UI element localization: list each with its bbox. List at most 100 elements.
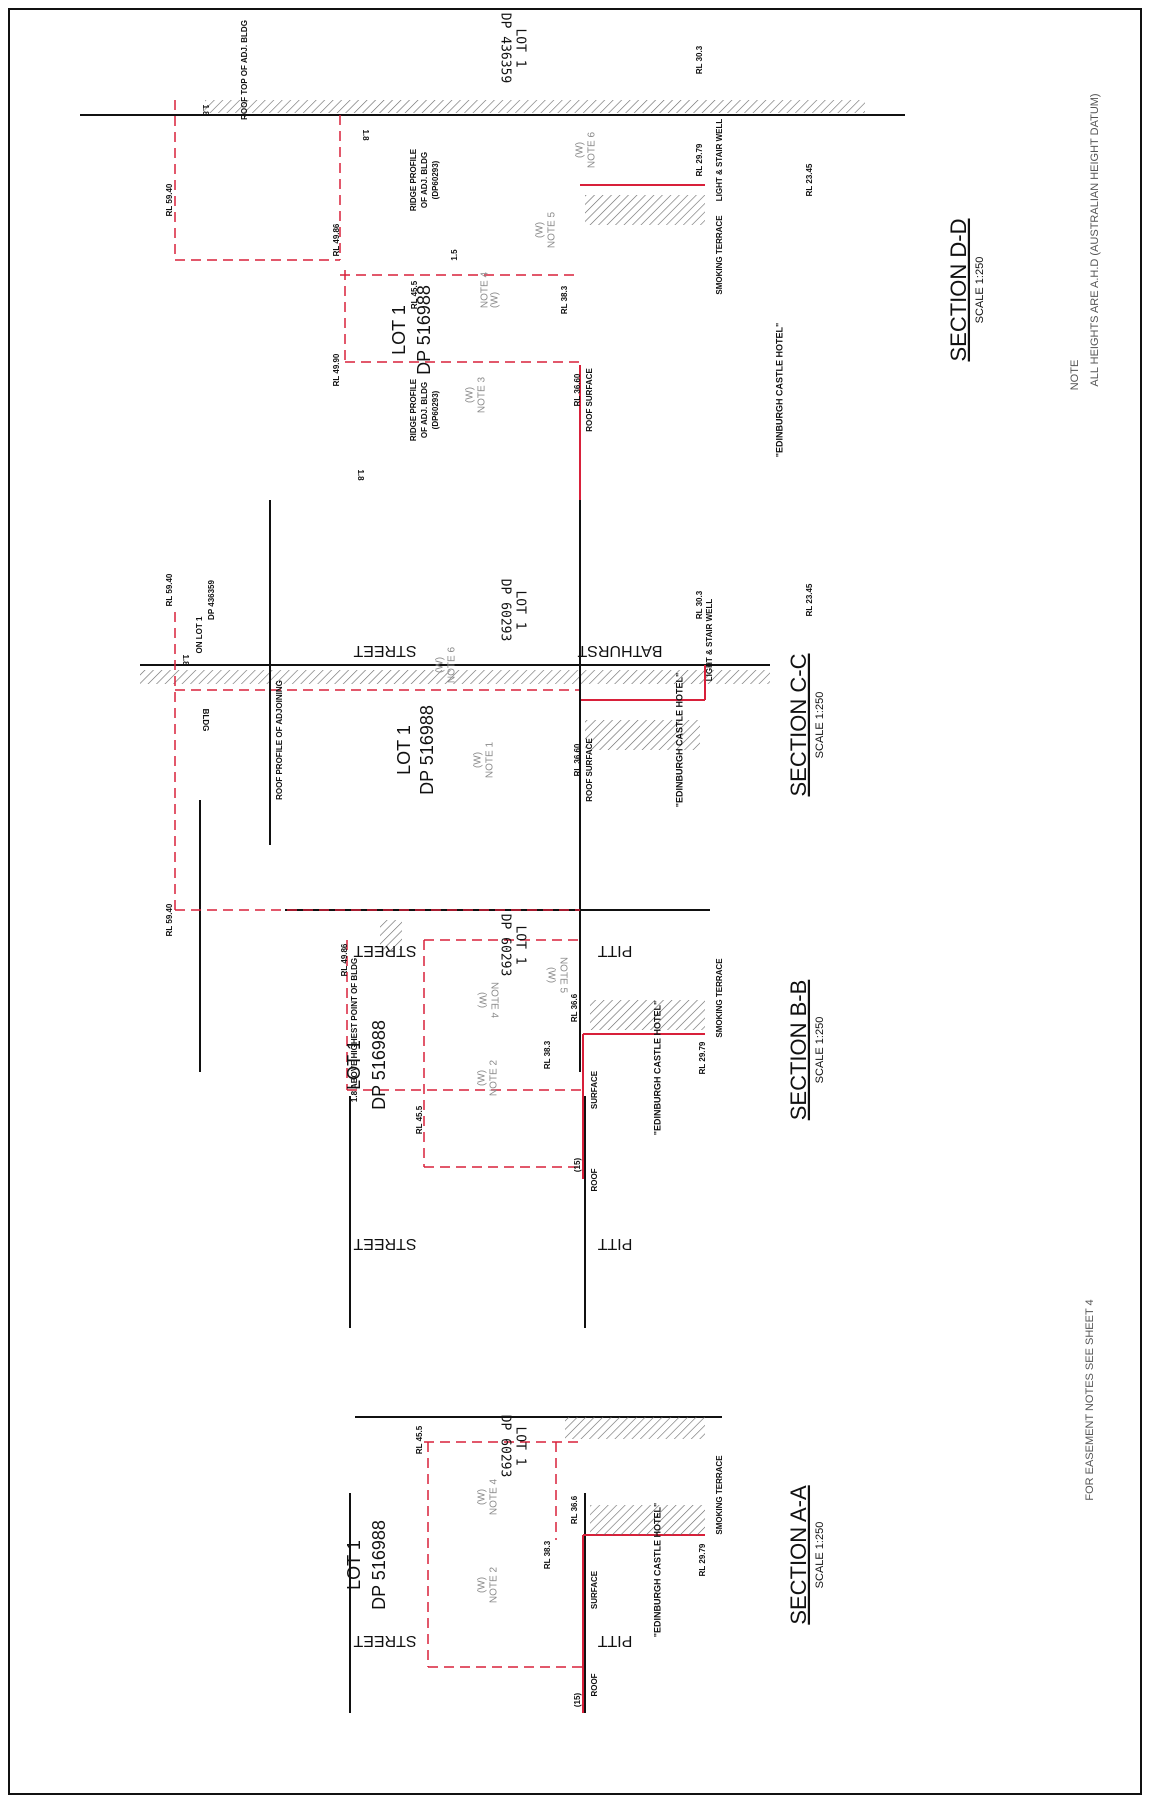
section-scale: SCALE 1:250 bbox=[814, 1522, 826, 1589]
note-label: NOTE 2 bbox=[489, 1567, 500, 1604]
adjoining-lot-label: LOT 1 bbox=[513, 590, 528, 629]
street-name: BATHURST bbox=[577, 642, 662, 659]
reduced-level: RL 36.6 bbox=[570, 993, 579, 1022]
note-label: NOTE 5 bbox=[557, 957, 568, 994]
adjoining-building-hatch bbox=[205, 100, 865, 113]
reduced-level: RL 36.6 bbox=[570, 1495, 579, 1524]
easement-note: FOR EASEMENT NOTES SEE SHEET 4 bbox=[1084, 1299, 1096, 1500]
note-label: NOTE 5 bbox=[547, 212, 558, 249]
reduced-level: RL 45.5 bbox=[415, 1425, 424, 1454]
building-name: "EDINBURGH CASTLE HOTEL" bbox=[674, 673, 684, 808]
note-easement-type: (W) bbox=[490, 292, 501, 308]
dimension-label: (15) bbox=[573, 1693, 582, 1708]
reduced-level: RL 29.79 bbox=[698, 1041, 707, 1074]
ridge-profile-label: (DP60293) bbox=[431, 390, 440, 429]
adjoining-lot-label: LOT 1 bbox=[513, 1426, 528, 1465]
note-easement-type: (W) bbox=[465, 387, 476, 403]
surface-label: SURFACE bbox=[590, 1570, 599, 1609]
note-label: NOTE 4 bbox=[488, 982, 499, 1019]
ridge-profile-label: OF ADJ. BLDG bbox=[420, 152, 429, 208]
terrace-label: SMOKING TERRACE bbox=[715, 958, 724, 1038]
section-scale: SCALE 1:250 bbox=[814, 692, 826, 759]
ridge-profile-label: OF ADJ. BLDG bbox=[420, 382, 429, 438]
section-title: SECTION B-B bbox=[786, 980, 811, 1121]
reduced-level: RL 23.45 bbox=[805, 163, 814, 196]
dp-label: DP 516988 bbox=[417, 705, 437, 795]
note-easement-type: (W) bbox=[435, 657, 446, 673]
adjoining-dp-label: DP 60293 bbox=[498, 914, 513, 977]
adjoining-building-hatch bbox=[565, 1417, 705, 1439]
building-name: "EDINBURGH CASTLE HOTEL" bbox=[652, 1503, 662, 1638]
lot-label: LOT 1 bbox=[389, 305, 409, 355]
roof-hatch bbox=[590, 1505, 705, 1535]
reduced-level: RL 29.79 bbox=[698, 1543, 707, 1576]
note-easement-type: (W) bbox=[477, 1489, 488, 1505]
roof-label: ROOF bbox=[590, 1168, 599, 1191]
roof-hatch bbox=[585, 195, 705, 225]
building-label: BLDG bbox=[201, 709, 210, 732]
lot-label: LOT 1 bbox=[344, 1040, 364, 1090]
note-label: NOTE 3 bbox=[477, 377, 488, 414]
reduced-level: RL 38.3 bbox=[543, 1540, 552, 1569]
section-title: SECTION C-C bbox=[786, 653, 811, 796]
section-scale: SCALE 1:250 bbox=[974, 257, 986, 324]
reduced-level: RL 36.60 bbox=[573, 373, 582, 406]
building-name: "EDINBURGH CASTLE HOTEL" bbox=[774, 323, 784, 458]
reduced-level: RL 29.79 bbox=[695, 143, 704, 176]
reduced-level: RL 38.3 bbox=[560, 285, 569, 314]
roof-top-label: ROOF TOP OF ADJ. BLDG bbox=[240, 20, 249, 120]
ridge-profile-label: (DP60293) bbox=[431, 160, 440, 199]
dimension-label: 1.8 bbox=[361, 129, 370, 141]
note-easement-type: (W) bbox=[476, 992, 487, 1008]
general-note-heading: NOTE bbox=[1069, 360, 1081, 391]
dp-label: DP 516988 bbox=[414, 285, 434, 375]
reduced-level: RL 49.90 bbox=[332, 353, 341, 386]
surface-label: SURFACE bbox=[590, 1070, 599, 1109]
reduced-level: RL 59.40 bbox=[165, 903, 174, 936]
street-name: PITT bbox=[597, 1632, 632, 1649]
terrace-label: SMOKING TERRACE bbox=[715, 1455, 724, 1535]
dp-label: DP 516988 bbox=[369, 1520, 389, 1610]
dimension-label: 1.8 bbox=[356, 469, 365, 481]
adjoining-dp-label: DP 60293 bbox=[498, 1415, 513, 1478]
reduced-level: RL 23.45 bbox=[805, 583, 814, 616]
reduced-level: RL 36.60 bbox=[573, 743, 582, 776]
note-easement-type: (W) bbox=[473, 752, 484, 768]
ridge-profile-label: RIDGE PROFILE bbox=[409, 378, 418, 441]
reduced-level: RL 30.3 bbox=[695, 590, 704, 619]
street-name: STREET bbox=[353, 1632, 416, 1649]
reduced-level: RL 38.3 bbox=[543, 1040, 552, 1069]
note-easement-type: (W) bbox=[477, 1577, 488, 1593]
street-name: STREET bbox=[353, 642, 416, 659]
lot-label: LOT 1 bbox=[394, 725, 414, 775]
note-label: NOTE 2 bbox=[489, 1060, 500, 1097]
dp-label: DP 516988 bbox=[369, 1020, 389, 1110]
reduced-level: RL 45.5 bbox=[410, 280, 419, 309]
adjoining-roof-label: ROOF PROFILE OF ADJOINING bbox=[275, 680, 284, 800]
clearance-note: 1.8 ABOVE HIGHEST POINT OF BLDG bbox=[350, 958, 359, 1102]
reduced-level: RL 30.3 bbox=[695, 45, 704, 74]
roof-surface-label: ROOF SURFACE bbox=[585, 368, 594, 432]
note-easement-type: (W) bbox=[477, 1070, 488, 1086]
section-scale: SCALE 1:250 bbox=[814, 1017, 826, 1084]
general-note-text: ALL HEIGHTS ARE A.H.D (AUSTRALIAN HEIGHT… bbox=[1089, 93, 1101, 386]
reduced-level: RL 59.40 bbox=[165, 573, 174, 606]
adjoining-dp-label: DP 436359 bbox=[498, 13, 513, 83]
reduced-level: RL 49.86 bbox=[340, 943, 349, 976]
adjoining-building-hatch bbox=[140, 670, 770, 684]
street-name: STREET bbox=[353, 942, 416, 959]
lot-label: LOT 1 bbox=[344, 1540, 364, 1590]
note-label: NOTE 6 bbox=[447, 647, 458, 684]
note-label: NOTE 4 bbox=[489, 1479, 500, 1516]
note-easement-type: (W) bbox=[575, 142, 586, 158]
dimension-label: 1.8 bbox=[181, 654, 190, 666]
stairwell-label: LIGHT & STAIR WELL bbox=[715, 119, 724, 202]
note-easement-type: (W) bbox=[535, 222, 546, 238]
section-title: SECTION D-D bbox=[946, 219, 971, 362]
ridge-profile-label: RIDGE PROFILE bbox=[409, 148, 418, 211]
lot-reference: ON LOT 1 bbox=[195, 616, 204, 653]
dimension-label: (15) bbox=[573, 1158, 582, 1173]
note-label: NOTE 1 bbox=[485, 742, 496, 779]
roof-surface-label: ROOF SURFACE bbox=[585, 738, 594, 802]
